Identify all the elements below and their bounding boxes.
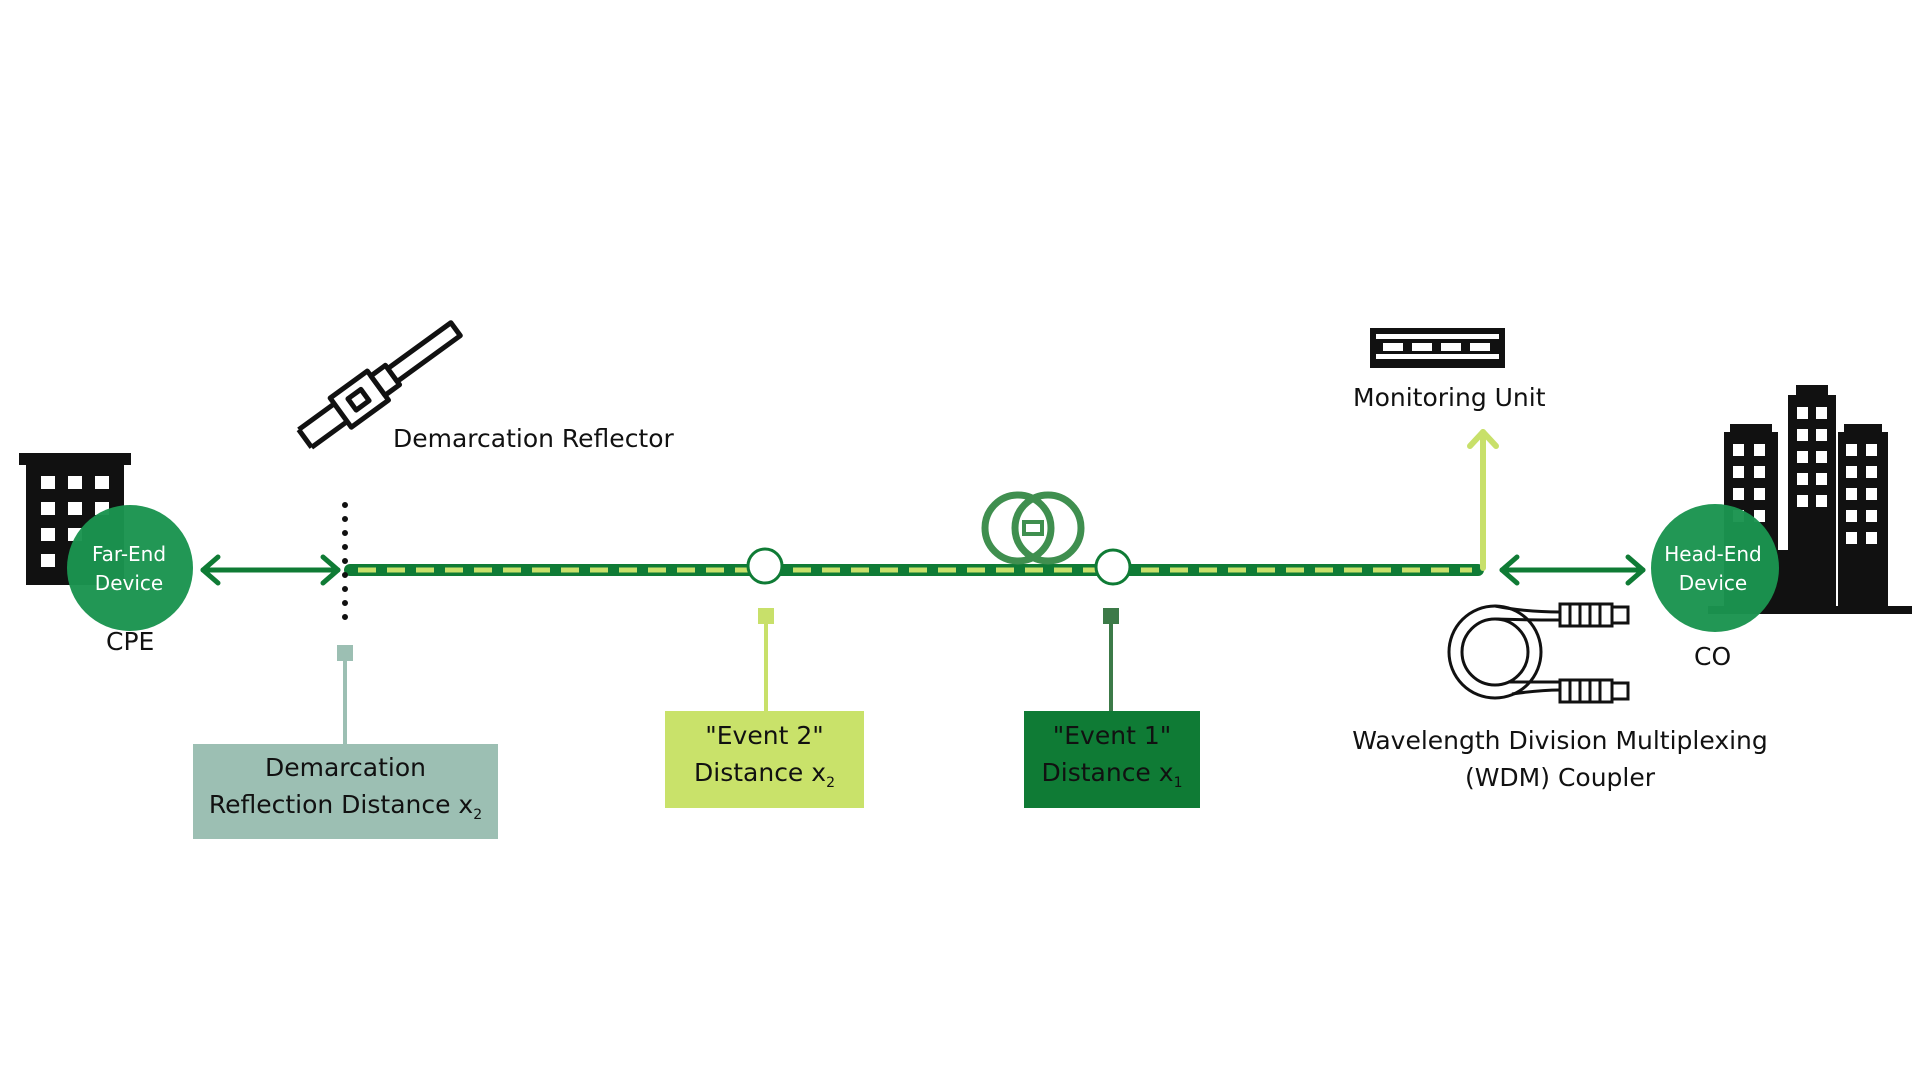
event1-connector (1103, 608, 1119, 712)
monitoring-unit-icon (1370, 328, 1505, 368)
head-end-double-arrow (1499, 554, 1646, 586)
head-end-device-label-line1: Head-End (1664, 542, 1762, 566)
monitoring-unit-arrow (1467, 429, 1499, 571)
demarcation-box-line2: Reflection Distance x2 (209, 786, 482, 834)
cpe-label: CPE (106, 627, 155, 656)
wdm-label-line2: (WDM) Coupler (1464, 763, 1656, 792)
event1-box-line2: Distance x1 (1042, 754, 1183, 802)
far-end-device-circle (67, 505, 193, 631)
far-end-device-label-line1: Far-End (91, 542, 167, 566)
event1-box-line2-text: Distance x (1041, 758, 1174, 787)
far-end-device-label-line2: Device (94, 571, 164, 595)
event2-marker-circle (746, 547, 784, 585)
head-end-device-label-line2: Device (1678, 571, 1748, 595)
demarcation-distance-box: Demarcation Reflection Distance x2 (193, 744, 498, 839)
demarcation-box-subscript: 2 (473, 807, 483, 823)
event2-distance-box: "Event 2" Distance x2 (665, 711, 864, 808)
fiber-coil-icon (981, 491, 1085, 565)
wdm-label-line1: Wavelength Division Multiplexing (1352, 726, 1768, 755)
monitoring-unit-label: Monitoring Unit (1353, 383, 1546, 412)
event1-box-subscript: 1 (1173, 775, 1183, 791)
far-end-double-arrow (200, 554, 341, 586)
event2-box-line2-text: Distance x (694, 758, 827, 787)
event2-connector (758, 608, 774, 712)
event2-box-line1: "Event 2" (705, 721, 824, 750)
head-end-device-circle (1651, 504, 1779, 632)
co-label: CO (1694, 642, 1732, 671)
event1-distance-box: "Event 1" Distance x1 (1024, 711, 1200, 808)
fiber-connector-icon (296, 320, 463, 450)
demarcation-reflector-label: Demarcation Reflector (393, 424, 674, 453)
event1-box-line1: "Event 1" (1052, 721, 1172, 750)
far-end-device-label: Far-End Device (64, 540, 194, 598)
demarcation-box-line1: Demarcation (265, 753, 426, 782)
demarcation-connector (337, 645, 353, 745)
event2-box-line2: Distance x2 (694, 754, 835, 802)
event2-box-subscript: 2 (826, 775, 835, 791)
wdm-coupler-icon (1447, 602, 1630, 704)
event1-marker-circle (1094, 548, 1132, 586)
head-end-device-label: Head-End Device (1648, 540, 1778, 598)
demarcation-box-line2-text: Reflection Distance x (208, 790, 474, 819)
wdm-label: Wavelength Division Multiplexing (WDM) C… (1320, 722, 1800, 796)
